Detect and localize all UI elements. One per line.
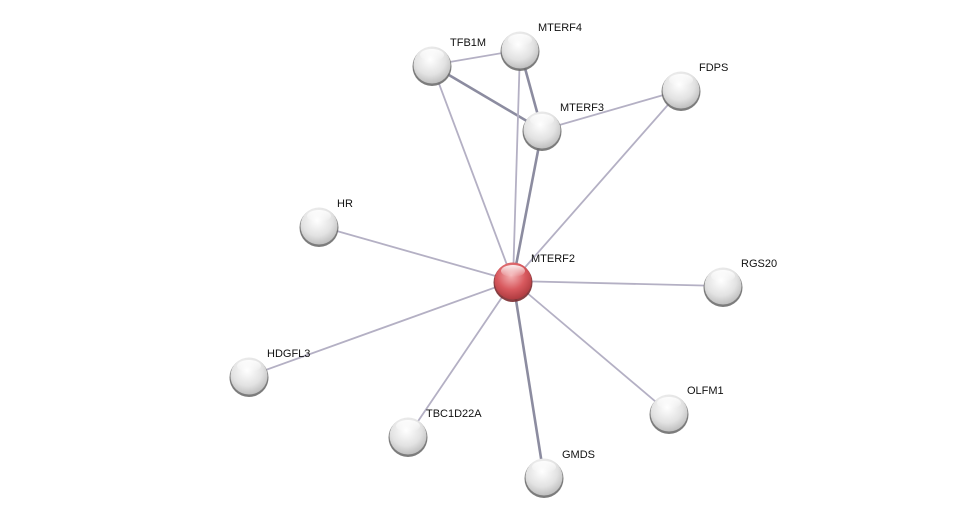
node-tfb1m[interactable]: TFB1M bbox=[412, 37, 487, 86]
node-label: MTERF2 bbox=[531, 253, 575, 265]
node-label: MTERF4 bbox=[538, 22, 582, 34]
node-highlight bbox=[711, 270, 735, 282]
node-mterf4[interactable]: MTERF4 bbox=[500, 22, 583, 71]
node-highlight bbox=[396, 420, 420, 432]
node-highlight bbox=[307, 210, 331, 222]
edge-tbc1d22a-mterf2[interactable] bbox=[407, 280, 514, 437]
node-mterf3[interactable]: MTERF3 bbox=[522, 102, 605, 151]
edge-fdps-mterf2[interactable] bbox=[512, 89, 682, 282]
edge-olfm1-mterf2[interactable] bbox=[512, 280, 670, 414]
node-highlight bbox=[530, 114, 554, 126]
node-label: GMDS bbox=[562, 449, 595, 461]
node-label: TBC1D22A bbox=[426, 408, 482, 420]
node-highlight bbox=[657, 397, 681, 409]
node-label: TFB1M bbox=[450, 37, 486, 49]
node-label: HDGFL3 bbox=[267, 348, 310, 360]
node-label: FDPS bbox=[699, 62, 728, 74]
node-label: HR bbox=[337, 198, 353, 210]
edge-tfb1m-mterf3[interactable] bbox=[431, 63, 543, 132]
edge-tfb1m-mterf2[interactable] bbox=[431, 64, 514, 282]
edges-layer bbox=[248, 49, 724, 478]
edge-hr-mterf2[interactable] bbox=[318, 225, 514, 282]
node-label: MTERF3 bbox=[560, 102, 604, 114]
node-highlight bbox=[532, 461, 556, 473]
node-rgs20[interactable]: RGS20 bbox=[703, 258, 778, 307]
edge-rgs20-mterf2[interactable] bbox=[512, 280, 724, 287]
edge-mterf3-mterf2[interactable] bbox=[511, 129, 544, 282]
node-mterf2[interactable]: MTERF2 bbox=[493, 253, 576, 302]
edge-mterf3-fdps[interactable] bbox=[541, 89, 682, 131]
node-highlight bbox=[420, 49, 444, 61]
node-highlight bbox=[669, 74, 693, 86]
node-hr[interactable]: HR bbox=[299, 198, 353, 247]
node-gmds[interactable]: GMDS bbox=[524, 449, 596, 498]
edge-gmds-mterf2[interactable] bbox=[511, 280, 546, 478]
edge-mterf4-mterf2[interactable] bbox=[512, 49, 521, 282]
edge-hdgfl3-mterf2[interactable] bbox=[248, 280, 514, 377]
node-tbc1d22a[interactable]: TBC1D22A bbox=[388, 408, 483, 457]
node-fdps[interactable]: FDPS bbox=[661, 62, 729, 111]
node-label: OLFM1 bbox=[687, 385, 724, 397]
node-highlight bbox=[501, 265, 525, 277]
node-label: RGS20 bbox=[741, 258, 777, 270]
node-highlight bbox=[237, 360, 261, 372]
node-hdgfl3[interactable]: HDGFL3 bbox=[229, 348, 311, 397]
node-highlight bbox=[508, 34, 532, 46]
node-olfm1[interactable]: OLFM1 bbox=[649, 385, 724, 434]
